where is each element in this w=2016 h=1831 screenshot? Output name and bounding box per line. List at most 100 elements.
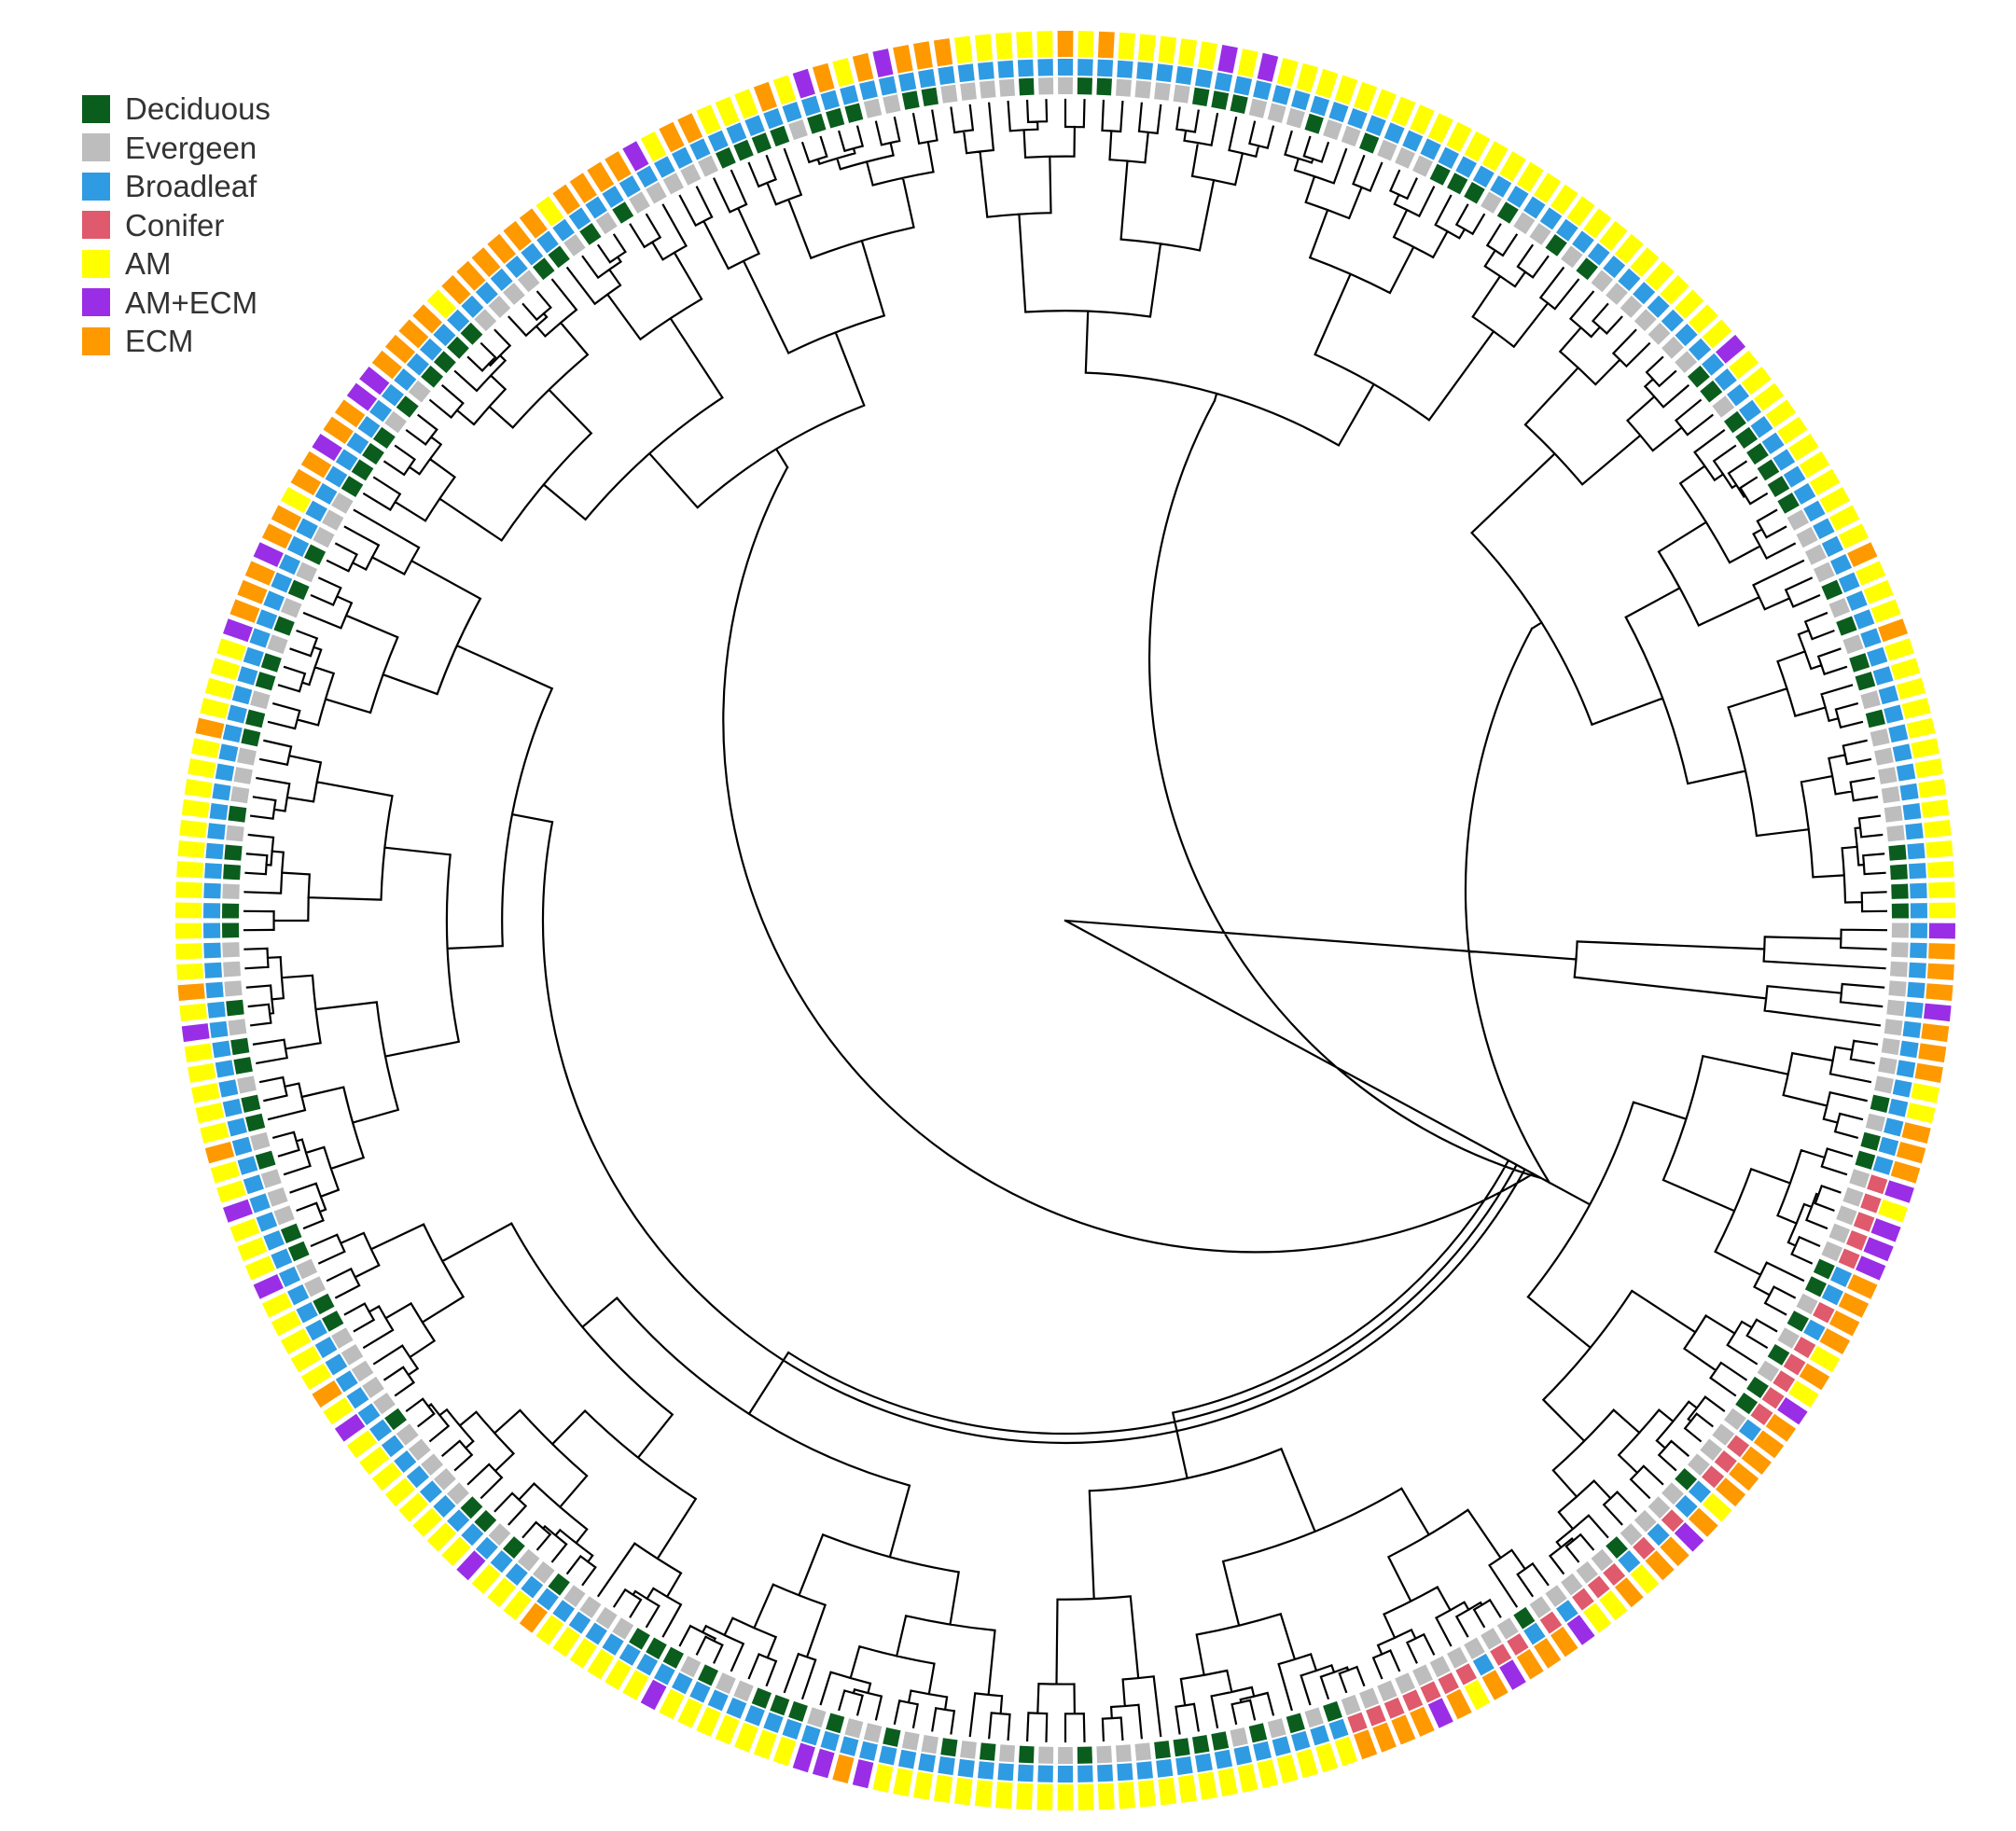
trait-cell-deciduous xyxy=(662,1646,684,1669)
trait-cell-broadleaf xyxy=(1896,763,1916,782)
trait-cell-evergreen xyxy=(1849,1169,1870,1188)
trait-cell-evergreen xyxy=(1323,119,1342,141)
trait-cell-broadleaf xyxy=(521,243,544,266)
trait-cell-broadleaf xyxy=(1905,1001,1924,1019)
trait-cell-am xyxy=(1481,141,1509,172)
trait-cell-deciduous xyxy=(1891,883,1909,899)
trait-cell-am xyxy=(200,698,229,719)
trait-cell-deciduous xyxy=(1096,77,1112,96)
trait-cell-deciduous xyxy=(1891,903,1909,919)
trait-cell-conifer xyxy=(1366,1705,1386,1727)
trait-cell-evergreen xyxy=(980,80,996,99)
trait-cell-broadleaf xyxy=(475,282,498,305)
trait-cell-evergreen xyxy=(1821,1241,1843,1262)
trait-cell-broadleaf xyxy=(205,842,224,860)
trait-cell-ecm xyxy=(1926,983,1953,1001)
trait-cell-broadleaf xyxy=(568,1611,591,1634)
trait-cell-broadleaf xyxy=(249,628,271,648)
trait-cell-deciduous xyxy=(304,544,327,565)
trait-cell-am xyxy=(1334,1736,1358,1767)
trait-cell-am xyxy=(1819,487,1851,513)
trait-cell-broadleaf xyxy=(1366,115,1386,136)
trait-cell-am xyxy=(175,922,202,939)
trait-cell-broadleaf xyxy=(271,572,293,593)
trait-cell-deciduous xyxy=(883,1727,901,1747)
trait-cell-conifer xyxy=(1587,1575,1610,1599)
trait-cell-evergreen xyxy=(1447,1646,1468,1669)
trait-cell-broadleaf xyxy=(938,65,955,85)
trait-cell-am xyxy=(176,861,204,879)
trait-cell-am-ecm xyxy=(312,434,342,462)
trait-cell-am xyxy=(1097,1782,1115,1810)
trait-cell-am-ecm xyxy=(1566,1615,1595,1645)
trait-cell-am xyxy=(1550,184,1578,215)
trait-cell-evergreen xyxy=(250,1131,271,1151)
trait-cell-conifer xyxy=(1750,1403,1773,1425)
trait-cell-am xyxy=(1237,1764,1258,1793)
trait-cell-broadleaf xyxy=(237,666,258,686)
trait-cell-broadleaf xyxy=(346,432,369,454)
trait-cell-evergreen xyxy=(1724,1408,1746,1431)
trait-cell-deciduous xyxy=(273,616,295,636)
trait-cell-broadleaf xyxy=(536,230,559,254)
trait-cell-evergreen xyxy=(1286,107,1305,129)
trait-cell-conifer xyxy=(1490,1644,1512,1666)
trait-cell-ecm xyxy=(271,505,302,532)
trait-cell-am xyxy=(1906,1103,1936,1124)
trait-cell-broadleaf xyxy=(1909,962,1926,978)
trait-cell-ecm xyxy=(204,1142,235,1164)
trait-cell-am xyxy=(191,738,220,759)
trait-cell-am xyxy=(229,1218,260,1242)
trait-cell-broadleaf xyxy=(249,1193,271,1214)
trait-cell-am xyxy=(953,1777,973,1806)
trait-cell-evergreen xyxy=(396,1423,419,1446)
trait-cell-deciduous xyxy=(421,365,444,388)
trait-cell-broadleaf xyxy=(237,1156,258,1175)
trait-cell-broadleaf xyxy=(1117,1763,1133,1782)
trait-cell-broadleaf xyxy=(1910,942,1927,959)
trait-cell-evergreen xyxy=(1561,1573,1583,1596)
trait-cell-evergreen xyxy=(250,690,271,710)
trait-cell-broadleaf xyxy=(1783,465,1806,488)
trait-cell-evergreen xyxy=(1038,77,1054,95)
trait-cell-deciduous xyxy=(1496,201,1519,224)
trait-cell-broadleaf xyxy=(227,1117,247,1137)
trait-cell-broadleaf xyxy=(672,146,693,169)
trait-cell-evergreen xyxy=(1712,1423,1735,1446)
trait-cell-evergreen xyxy=(1395,1672,1415,1695)
trait-cell-am xyxy=(832,58,855,88)
trait-cell-deciduous xyxy=(1888,844,1907,861)
trait-cell-evergreen xyxy=(921,1735,938,1755)
trait-cell-ecm xyxy=(1354,1729,1378,1760)
trait-cell-broadleaf xyxy=(1907,981,1926,999)
trait-cell-evergreen xyxy=(788,119,808,141)
trait-cell-ecm xyxy=(471,247,501,278)
trait-cell-broadleaf xyxy=(1738,1419,1761,1442)
trait-cell-deciduous xyxy=(548,245,570,269)
trait-cell-evergreen xyxy=(960,82,977,101)
trait-cell-broadleaf xyxy=(406,1465,429,1489)
trait-cell-deciduous xyxy=(460,1496,483,1519)
trait-cell-broadleaf xyxy=(256,609,278,630)
trait-cell-evergreen xyxy=(1865,1113,1885,1132)
trait-cell-evergreen xyxy=(237,747,257,766)
trait-cell-broadleaf xyxy=(1195,68,1213,89)
trait-cell-am xyxy=(1410,104,1435,135)
trait-cell-broadleaf xyxy=(204,863,222,880)
trait-cell-ecm xyxy=(1753,1430,1785,1459)
trait-cell-conifer xyxy=(1383,1697,1405,1719)
trait-cell-broadleaf xyxy=(212,783,231,801)
trait-cell-evergreen xyxy=(844,1718,864,1739)
trait-cell-evergreen xyxy=(1096,1745,1112,1764)
trait-cell-broadleaf xyxy=(1097,59,1114,77)
trait-cell-evergreen xyxy=(1576,1561,1598,1584)
trait-cell-am xyxy=(1036,1783,1053,1810)
trait-cell-ecm xyxy=(1516,1648,1544,1680)
trait-cell-broadleaf xyxy=(369,399,393,423)
trait-cell-broadleaf xyxy=(840,85,859,105)
trait-cell-broadleaf xyxy=(1587,243,1610,266)
trait-cell-deciduous xyxy=(1675,1468,1698,1491)
trait-cell-broadleaf xyxy=(490,1550,513,1574)
trait-cell-am xyxy=(441,1536,471,1567)
trait-cell-conifer xyxy=(1661,1509,1684,1533)
